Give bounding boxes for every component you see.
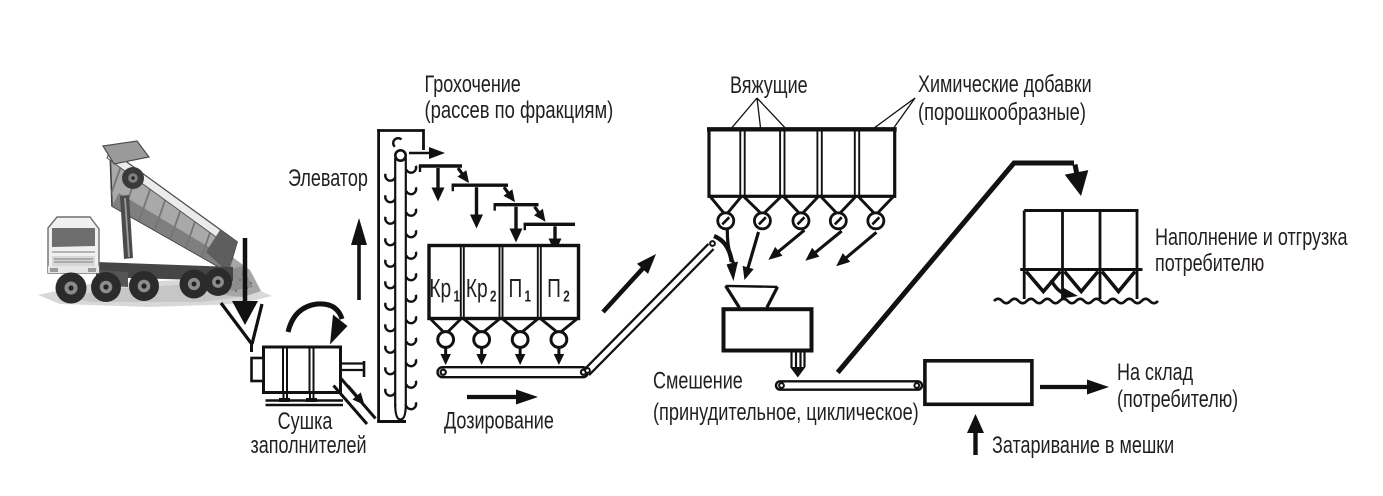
svg-text:заполнителей: заполнителей [250,433,366,459]
svg-text:потребителю: потребителю [1155,251,1264,277]
svg-text:Элеватор: Элеватор [288,166,368,192]
svg-text:Грохочение: Грохочение [425,72,521,98]
svg-text:Химические добавки: Химические добавки [918,72,1092,98]
svg-text:(рассев по фракциям): (рассев по фракциям) [425,97,614,124]
svg-text:Вяжущие: Вяжущие [730,73,808,99]
svg-text:(принудительное, циклическое): (принудительное, циклическое) [653,399,919,426]
svg-text:Сушка: Сушка [278,409,333,435]
svg-text:(порошкообразные): (порошкообразные) [918,99,1086,126]
svg-text:Кр 2: Кр 2 [466,274,497,305]
svg-text:Затаривание в мешки: Затаривание в мешки [992,433,1174,459]
svg-text:Дозирование: Дозирование [444,408,554,434]
svg-text:На склад: На склад [1117,360,1194,386]
svg-text:Наполнение и отгрузка: Наполнение и отгрузка [1155,225,1348,251]
svg-text:Смешение: Смешение [653,368,743,394]
svg-text:(потребителю): (потребителю) [1117,387,1238,413]
